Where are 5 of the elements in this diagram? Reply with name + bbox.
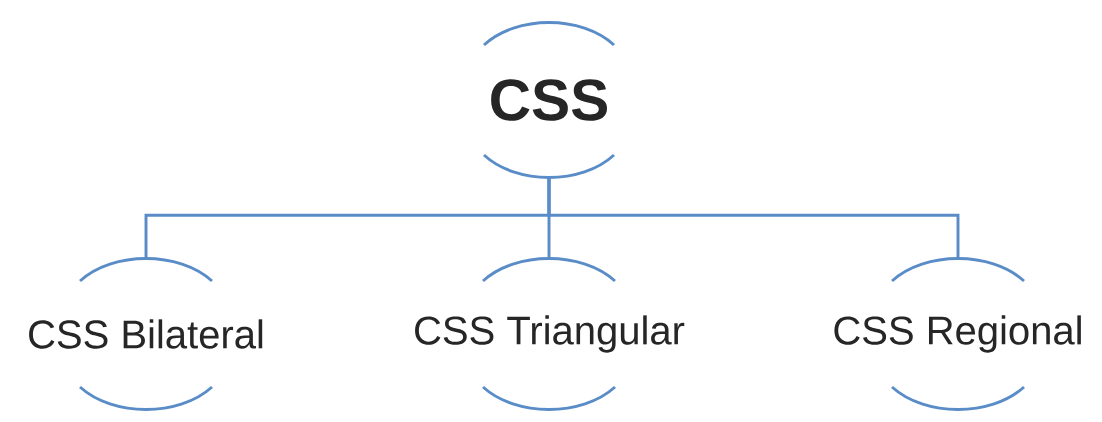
connector-line [547, 178, 960, 258]
arc-framed-label: CSS Bilateral [29, 257, 263, 411]
arc-framed-label: CSS Triangular [415, 257, 685, 411]
arc-framed-label: CSS Regional [834, 257, 1081, 411]
arc-framed-label: CSS [483, 21, 615, 179]
